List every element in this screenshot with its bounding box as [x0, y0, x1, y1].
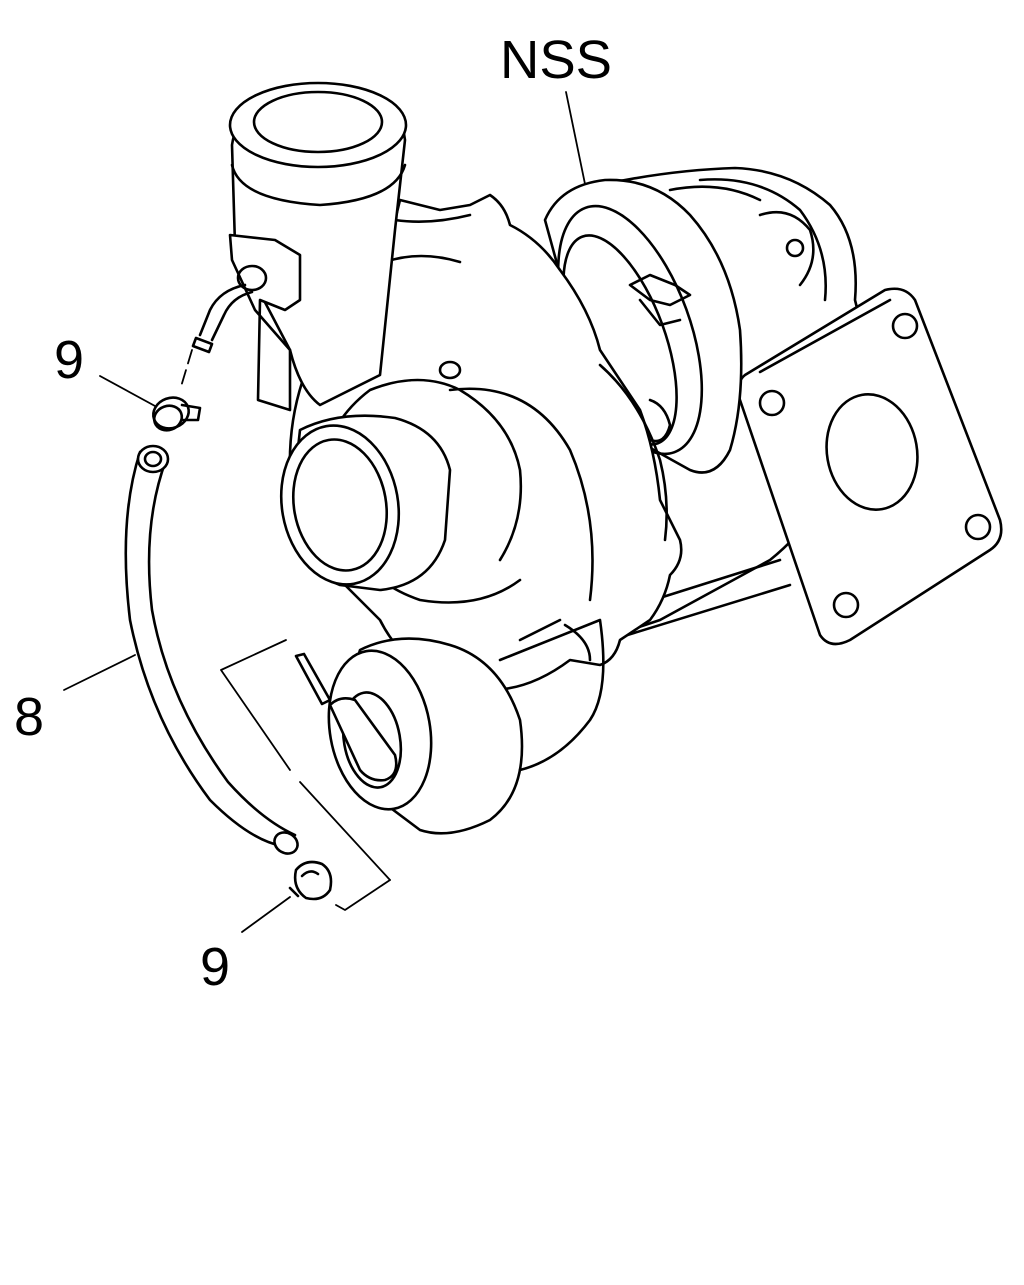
part-9-lower-label: 9: [200, 937, 230, 997]
compressor-outlet-pipe: [228, 81, 408, 412]
nss-label: NSS: [500, 30, 612, 90]
assembly-guide-bracket: [220, 639, 391, 911]
compressor-inlet: [279, 414, 452, 592]
center-housing: [543, 178, 792, 647]
turbine-outlet-flange: [737, 287, 1003, 646]
callout-nss: NSS: [500, 30, 612, 185]
hose-clip-upper: 9: [54, 330, 202, 432]
vacuum-hose-part-8: 8: [14, 444, 299, 855]
actuator-hose-upper: [179, 283, 254, 391]
part-8-label: 8: [14, 687, 44, 747]
part-9-upper-label: 9: [54, 330, 84, 390]
wastegate-actuator: [327, 618, 605, 835]
hose-clip-lower: 9: [200, 860, 333, 997]
